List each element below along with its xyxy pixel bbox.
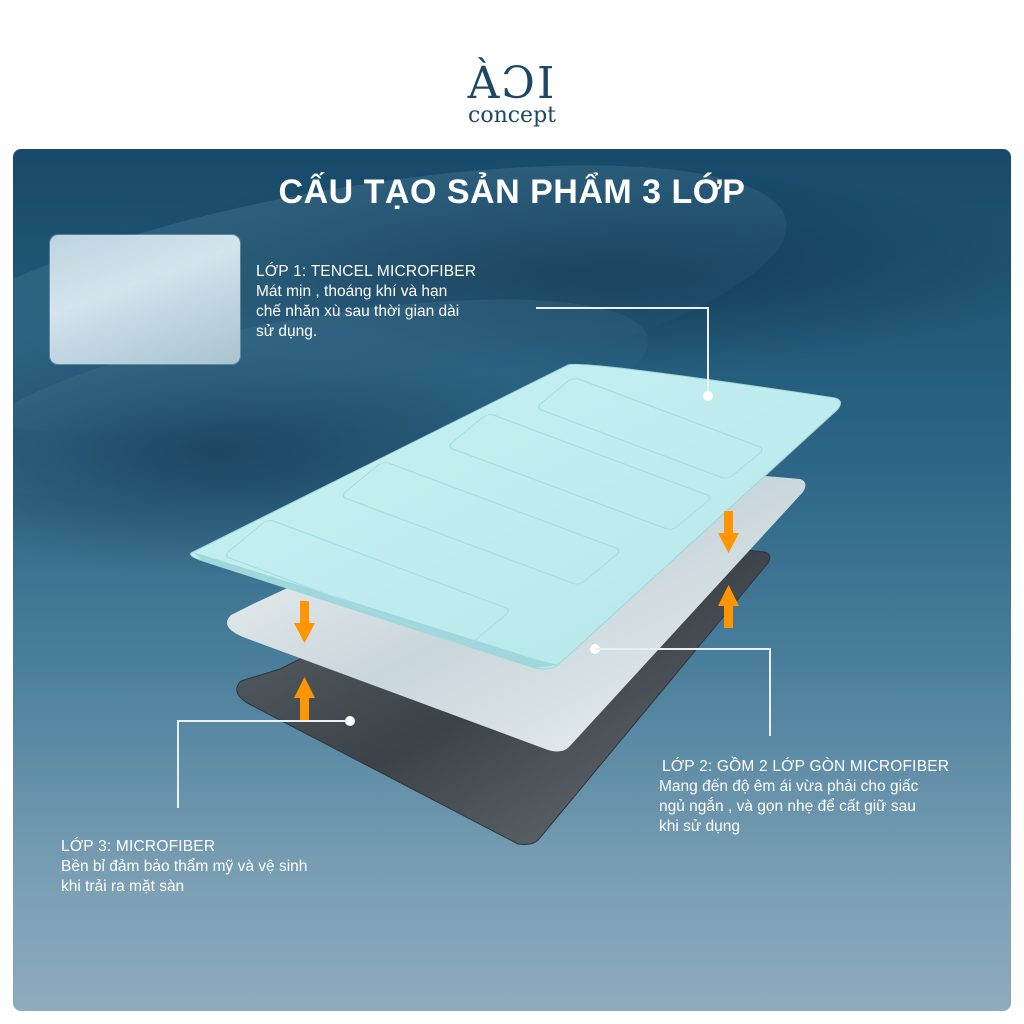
compression-arrows — [294, 511, 739, 720]
layer-1-description-line: chế nhăn xù sau thời gian dài — [256, 303, 460, 320]
layer-diagram — [190, 363, 841, 845]
layer-1-description-line: Mát mịn , thoáng khí và hạn — [256, 283, 448, 300]
connector-dot-layer-3 — [345, 716, 355, 726]
layer-3-label: LỚP 3: MICROFIBER Bền bỉ đảm bảo thẩm mỹ… — [61, 837, 307, 897]
arrow-up-icon — [718, 585, 739, 628]
connector-line-layer-2 — [769, 648, 771, 736]
layer-2-heading: LỚP 2: GỒM 2 LỚP GÒN MICROFIBER — [662, 758, 950, 775]
layer-2-label: LỚP 2: GỒM 2 LỚP GÒN MICROFIBER Mang đến… — [659, 757, 949, 837]
arrow-down-icon — [294, 601, 315, 643]
arrow-up-icon — [294, 677, 315, 720]
brand-logo: ÀƆI concept — [0, 62, 1024, 128]
infographic-panel: CẤU TẠO SẢN PHẨM 3 LỚP — [13, 149, 1011, 1011]
logo-mark: ÀƆI — [467, 58, 557, 109]
layer-2-description-line: Mang đến độ êm ái vừa phải cho giấc — [659, 778, 919, 795]
connector-line-layer-1 — [707, 307, 709, 395]
layer-2-description-line: khi sử dụng — [659, 818, 741, 835]
connector-dot-layer-1 — [703, 391, 713, 401]
connector-line-layer-2 — [595, 648, 771, 650]
connector-line-layer-3 — [177, 720, 347, 722]
layer-3-description-line: Bền bỉ đảm bảo thẩm mỹ và vệ sinh — [61, 858, 308, 875]
layer-1-label: LỚP 1: TENCEL MICROFIBER Mát mịn , thoán… — [256, 262, 476, 342]
arrow-down-icon — [718, 511, 739, 553]
fabric-swatch-image — [50, 235, 240, 364]
logo-subtitle: concept — [468, 103, 556, 128]
layer-3-heading: LỚP 3: MICROFIBER — [61, 838, 216, 855]
layer-3-description-line: khi trải ra mặt sàn — [61, 878, 185, 895]
layer-1-tencel — [190, 363, 841, 670]
infographic-title: CẤU TẠO SẢN PHẨM 3 LỚP — [278, 173, 746, 211]
layer-2-description-line: ngủ ngắn , và gọn nhẹ để cất giữ sau — [659, 798, 916, 815]
layer-1-heading: LỚP 1: TENCEL MICROFIBER — [256, 263, 477, 280]
connector-line-layer-1 — [536, 307, 709, 309]
connector-line-layer-3 — [177, 720, 179, 808]
layer-1-description-line: sử dụng. — [256, 323, 318, 340]
